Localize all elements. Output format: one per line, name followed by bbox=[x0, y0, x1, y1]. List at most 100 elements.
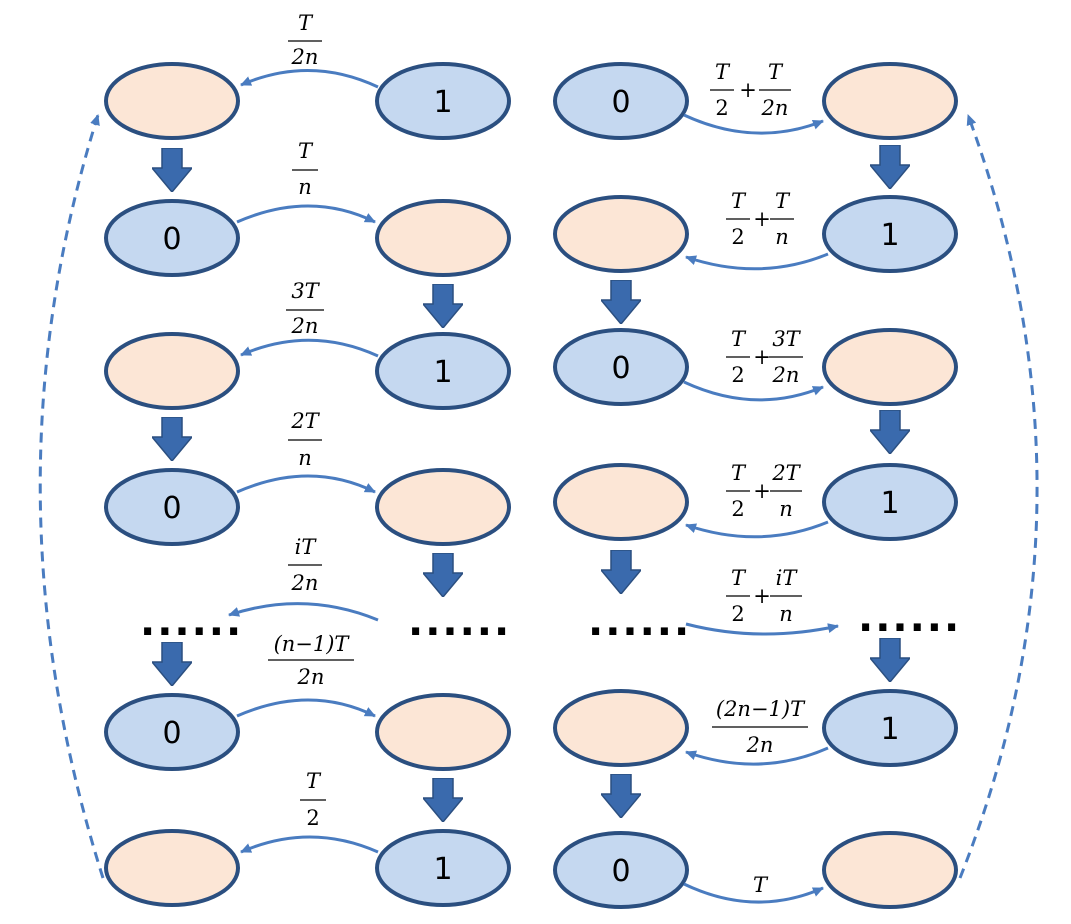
left-r7-label-den: 2 bbox=[306, 806, 319, 830]
left-loop-dashed-arrow bbox=[38, 114, 105, 879]
right-r3-zero-label: 0 bbox=[611, 351, 630, 386]
left-r4-label-num: 2T bbox=[290, 409, 320, 433]
right-r2-plus: + bbox=[753, 207, 771, 231]
left-down-arrow-3 bbox=[152, 417, 192, 461]
left-r4-zero-label: 0 bbox=[162, 491, 181, 526]
left-r3-label-num: 3T bbox=[291, 279, 320, 303]
right-r7-label: T bbox=[753, 873, 769, 897]
right-r2-a-den: 2 bbox=[731, 225, 744, 249]
left-r4-empty-node bbox=[375, 468, 511, 546]
right-r3-b-den: 2n bbox=[772, 363, 800, 387]
left-r7-label-num: T bbox=[306, 769, 322, 793]
right-r2-arrow bbox=[685, 252, 829, 271]
left-r2-label-den: n bbox=[298, 175, 312, 199]
left-r1-one-node bbox=[375, 62, 511, 140]
left-r5-left-ellipsis: ...... bbox=[140, 599, 243, 645]
left-r3-label-den: 2n bbox=[291, 314, 319, 338]
right-r1-empty-node bbox=[822, 62, 958, 140]
left-r6-label-num: (n−1)T bbox=[274, 632, 351, 656]
right-r3-arrow bbox=[683, 380, 824, 402]
left-r1-arrow bbox=[240, 69, 379, 89]
right-r5-b-den: n bbox=[779, 602, 793, 626]
right-r3-empty-node bbox=[822, 328, 958, 406]
left-down-arrow-4 bbox=[423, 553, 463, 597]
right-r7-arrow bbox=[683, 882, 824, 904]
right-r1-arrow bbox=[683, 113, 824, 135]
left-r6-label-den: 2n bbox=[297, 665, 325, 689]
right-r5-plus: + bbox=[753, 584, 771, 608]
right-r1-a-num: T bbox=[715, 60, 731, 84]
right-down-arrow-3 bbox=[870, 410, 910, 454]
right-r3-b-num: 3T bbox=[772, 327, 801, 351]
left-r4-label-den: n bbox=[298, 446, 312, 470]
right-r1-zero-label: 0 bbox=[611, 85, 630, 120]
right-down-arrow-6 bbox=[601, 774, 641, 818]
left-r6-empty-node bbox=[375, 693, 511, 771]
right-r5-a-den: 2 bbox=[731, 602, 744, 626]
right-r2-one-node bbox=[822, 195, 958, 273]
right-down-arrow-5 bbox=[870, 638, 910, 682]
right-r2-b-den: n bbox=[775, 225, 789, 249]
left-r2-label-num: T bbox=[298, 139, 314, 163]
left-r2-arrow bbox=[236, 204, 376, 224]
right-r2-b-num: T bbox=[775, 189, 791, 213]
left-r5-label-num: iT bbox=[295, 535, 318, 559]
right-r4-b-den: n bbox=[779, 497, 793, 521]
left-r6-arrow bbox=[236, 698, 376, 718]
right-down-arrow-1 bbox=[870, 145, 910, 189]
left-r3-arrow bbox=[240, 338, 379, 358]
right-r4-a-num: T bbox=[731, 461, 747, 485]
right-r6-label-den: 2n bbox=[746, 733, 774, 757]
right-loop-dashed-arrow bbox=[958, 114, 1039, 879]
right-r1-zero-node bbox=[553, 62, 689, 140]
right-r1-a-den: 2 bbox=[715, 96, 728, 120]
right-down-arrow-2 bbox=[601, 280, 641, 324]
right-r4-empty-node bbox=[553, 463, 689, 541]
left-r2-empty-node bbox=[375, 199, 511, 277]
left-r6-zero-node bbox=[104, 693, 240, 771]
right-r7-empty-node bbox=[822, 831, 958, 909]
right-r5-right-ellipsis: ...... bbox=[858, 595, 961, 641]
right-r6-one-node bbox=[822, 689, 958, 767]
right-r4-one-label: 1 bbox=[880, 486, 899, 521]
right-r4-arrow bbox=[685, 520, 829, 539]
right-r4-a-den: 2 bbox=[731, 497, 744, 521]
left-r1-one-label: 1 bbox=[433, 85, 452, 120]
left-r5-right-ellipsis: ...... bbox=[408, 599, 511, 645]
right-down-arrow-4 bbox=[601, 550, 641, 594]
right-r1-b-num: T bbox=[768, 60, 784, 84]
left-r6-zero-label: 0 bbox=[162, 716, 181, 751]
left-r2-zero-node bbox=[104, 199, 240, 277]
right-r4-one-node bbox=[822, 463, 958, 541]
left-down-arrow-5 bbox=[152, 642, 192, 686]
left-r1-empty-node bbox=[104, 62, 240, 140]
left-r1-label-den: 2n bbox=[291, 45, 319, 69]
right-r5-arrow bbox=[685, 622, 839, 636]
left-r7-one-label: 1 bbox=[433, 852, 452, 887]
right-r4-b-num: 2T bbox=[771, 461, 801, 485]
right-r3-a-num: T bbox=[731, 327, 747, 351]
right-r3-a-den: 2 bbox=[731, 363, 744, 387]
left-r5-arrow bbox=[228, 602, 379, 622]
right-r6-one-label: 1 bbox=[880, 712, 899, 747]
right-r5-a-num: T bbox=[731, 566, 747, 590]
left-down-arrow-1 bbox=[152, 148, 192, 192]
left-r7-one-node bbox=[375, 829, 511, 907]
left-r7-empty-node bbox=[104, 829, 240, 907]
right-r7-zero-node bbox=[553, 831, 689, 909]
right-r6-arrow bbox=[685, 746, 829, 766]
left-r3-empty-node bbox=[104, 332, 240, 410]
left-r5-label-den: 2n bbox=[291, 571, 319, 595]
left-r7-arrow bbox=[240, 835, 379, 854]
right-r1-b-den: 2n bbox=[761, 96, 789, 120]
left-r3-one-label: 1 bbox=[433, 355, 452, 390]
right-r2-a-num: T bbox=[731, 189, 747, 213]
left-r2-zero-label: 0 bbox=[162, 222, 181, 257]
right-r4-plus: + bbox=[753, 479, 771, 503]
right-r7-zero-label: 0 bbox=[611, 854, 630, 889]
left-down-arrow-2 bbox=[423, 284, 463, 328]
right-r6-label-num: (2n−1)T bbox=[716, 697, 806, 721]
left-r1-label-num: T bbox=[298, 11, 314, 35]
right-r2-empty-node bbox=[553, 195, 689, 273]
